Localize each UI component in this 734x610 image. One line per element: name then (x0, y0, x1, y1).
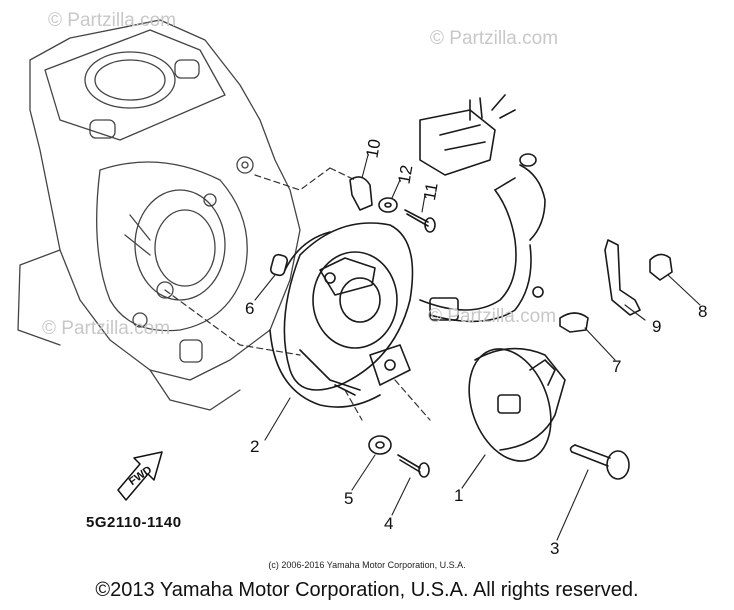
watermark: © Partzilla.com (48, 10, 177, 31)
callout-12: 12 (394, 163, 417, 186)
copyright-small: (c) 2006-2016 Yamaha Motor Corporation, … (268, 560, 466, 570)
part-11-screw (404, 209, 436, 233)
copyright-notice: ©2013 Yamaha Motor Corporation, U.S.A. A… (95, 579, 639, 601)
callout-9: 9 (652, 317, 662, 336)
watermark: © Partzilla.com (428, 306, 557, 327)
part-4-screw (397, 454, 430, 478)
part-10-clamp (349, 176, 373, 211)
engine-block (17, 19, 301, 411)
part-1-rotor (468, 347, 566, 462)
callout-10: 10 (362, 137, 385, 160)
callout-3: 3 (550, 539, 560, 558)
callout-8: 8 (698, 302, 708, 321)
watermark: © Partzilla.com (430, 28, 559, 49)
part-9-bracket (604, 239, 641, 316)
callout-2: 2 (250, 437, 260, 456)
part-8-clamp (649, 253, 673, 281)
callout-11: 11 (419, 181, 442, 202)
part-5-washer (368, 435, 392, 455)
callout-5: 5 (344, 489, 354, 508)
callout-1: 1 (454, 486, 464, 505)
watermark: © Partzilla.com (42, 318, 171, 339)
reference-dashed-lines (164, 167, 431, 421)
diagram-part-code: 5G2110-1140 (86, 514, 182, 531)
part-12-washer (378, 197, 398, 213)
part-3-bolt (569, 444, 630, 480)
callout-4: 4 (384, 514, 394, 533)
leader-lines (254, 154, 701, 541)
part-2-stator-assembly (269, 222, 414, 408)
callout-6: 6 (245, 299, 255, 318)
part-7-holder (559, 312, 589, 333)
callout-7: 7 (612, 357, 622, 376)
part-6-dowel-pin (269, 253, 289, 277)
wiring-harness (419, 94, 546, 323)
fwd-arrow-icon (117, 451, 163, 501)
